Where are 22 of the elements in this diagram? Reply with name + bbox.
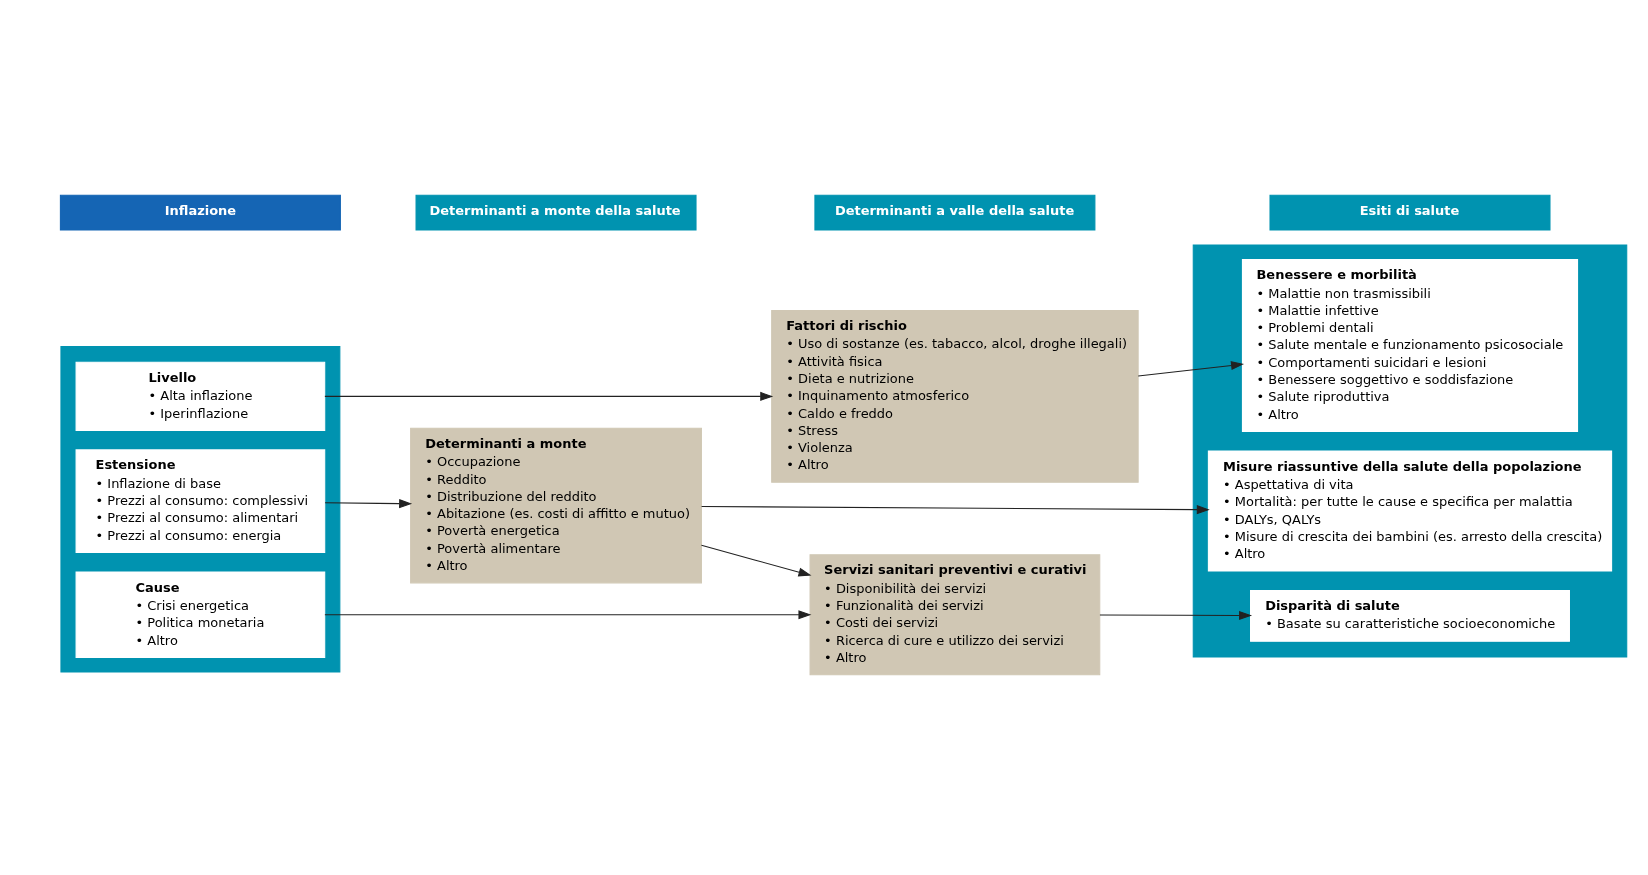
node-box: Determinanti a monte • Occupazione • Reddito • Distribuzione del reddito • Abitazione (es. costi di affitto e mutuo) • Povertà energetica • Povertà alimentare • Altro [410,427,702,583]
cluster [1192,244,1628,657]
cluster [60,345,341,673]
arrow [700,544,812,576]
node-box: Cause • Crisi energetica • Politica monetaria • Altro [75,571,326,658]
arrow [1137,360,1245,376]
node-box: Fattori di rischio • Uso di sostanze (es. tabacco, alcol, droghe illegali) • Attività fisica • Dieta e nutrizione • Inquinamento atmosferico • Caldo e freddo • Stress • Violenza • Altro [771,309,1139,483]
arrow [324,391,774,401]
node-box: Benessere e morbilità • Malattie non trasmissibili • Malattie infettive • Problemi dentali • Salute mentale e funzionamento psicosociale • Comportamenti suicidari e lesioni • Benessere soggettivo e soddisfazione • Salute riproduttiva • Altro [1241,258,1579,432]
node-box: Disparità di salute • Basate su caratteristiche socioeconomiche [1250,589,1570,642]
node-box: Determinanti a valle della salute [814,194,1096,230]
node-box: Misure riassuntive della salute della popolazione • Aspettativa di vita • Mortalità: per tutte le cause e specifica per malattia • DALYs, QALYs • Misure di crescita dei bambini (es. arresto della crescita) • Altro [1207,449,1613,571]
arrow [324,498,413,508]
arrow [701,504,1210,514]
node-box: Livello • Alta inflazione • Iperinflazione [75,361,326,431]
arrow [324,609,812,619]
node-box: Determinanti a monte della salute [415,194,697,230]
arrow [1099,610,1253,620]
node-box: Estensione • Inflazione di base • Prezzi al consumo: complessivi • Prezzi al consumo: alimentari • Prezzi al consumo: energia [75,448,326,553]
node-box: Esiti di salute [1269,194,1551,230]
node-box: Inflazione [59,194,341,230]
node-box: Servizi sanitari preventivi e curativi • Disponibilità dei servizi • Funzionalità dei servizi • Costi dei servizi • Ricerca di cure e utilizzo dei servizi • Altro [809,553,1101,675]
